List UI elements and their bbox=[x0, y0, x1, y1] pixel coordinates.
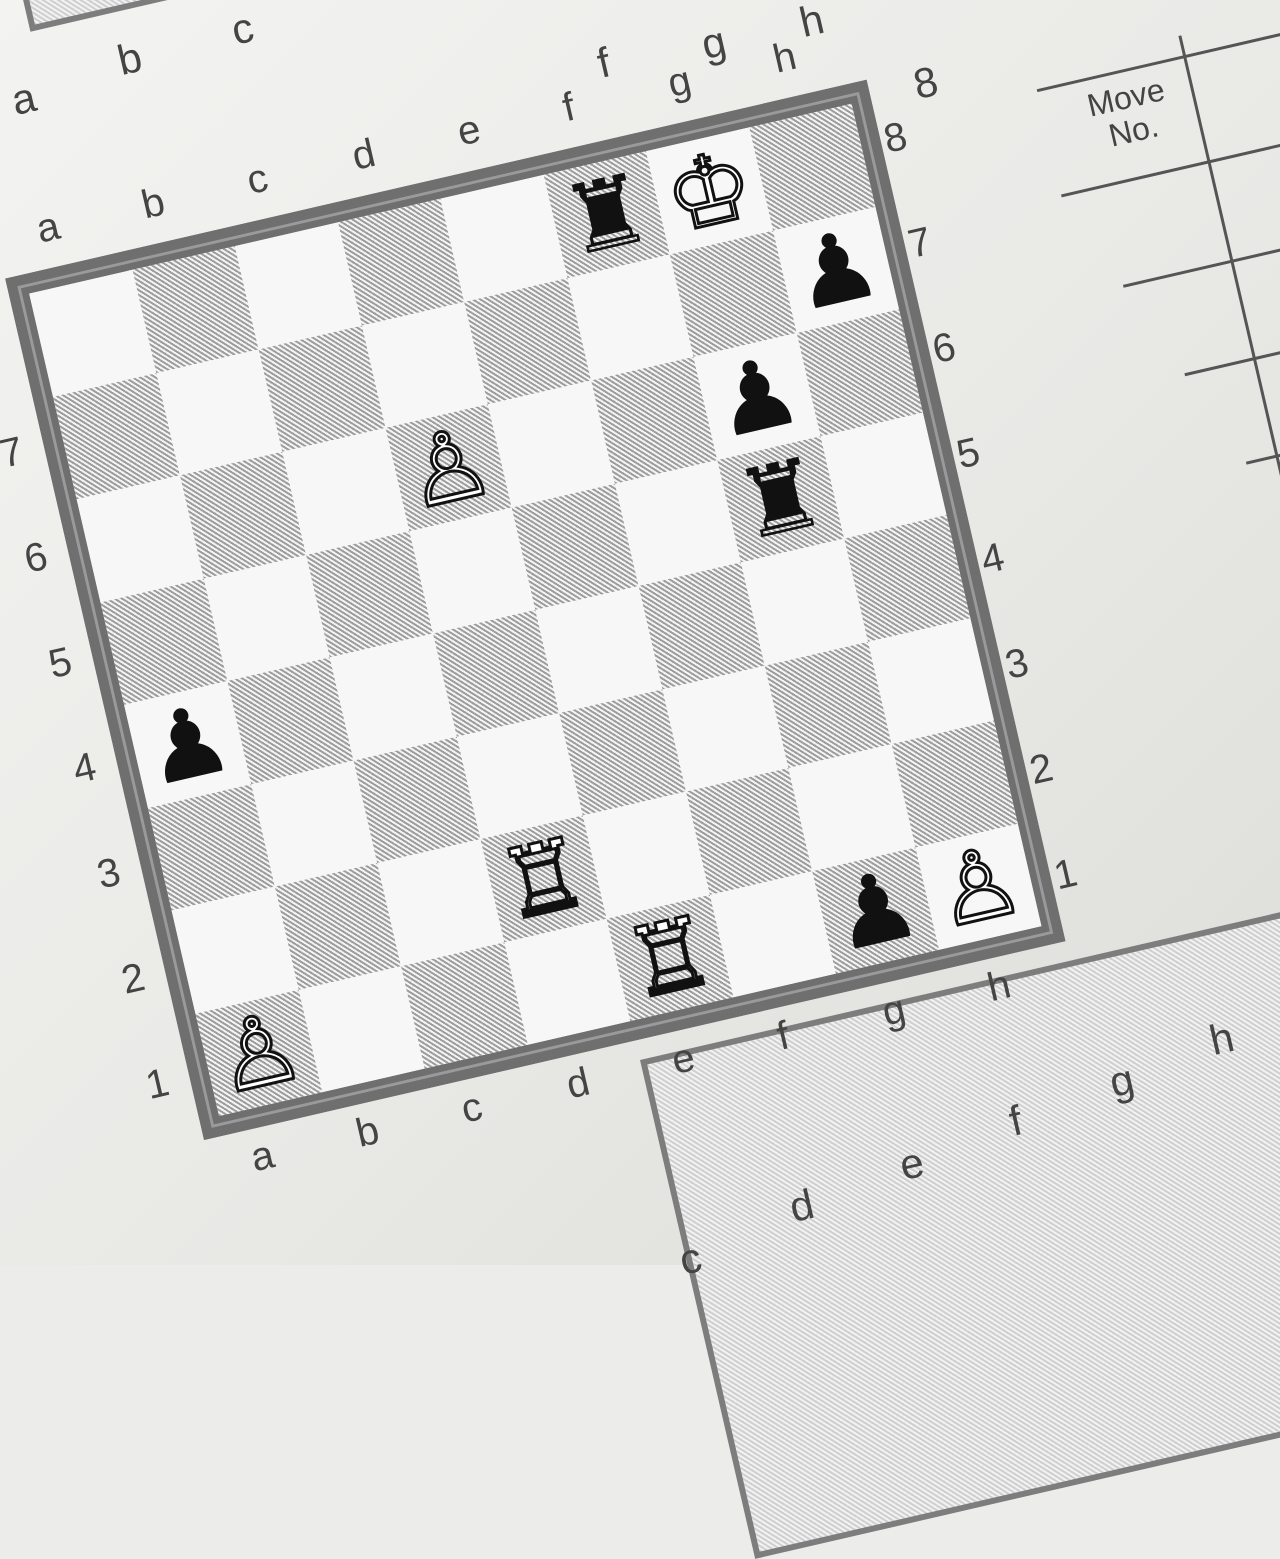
file-label-bottom-a: a bbox=[246, 1132, 279, 1181]
file-label-bottom-e: e bbox=[667, 1035, 700, 1084]
rank-label-right-2: 2 bbox=[1025, 745, 1058, 794]
rank-label-1: 1 bbox=[141, 1060, 174, 1108]
rank-label-right-4: 4 bbox=[976, 534, 1009, 583]
rank-label-right-8: 8 bbox=[879, 113, 912, 162]
rank-label-right-6: 6 bbox=[928, 324, 960, 373]
rank-label-2: 2 bbox=[117, 954, 149, 1003]
file-label-bottom-b: b bbox=[351, 1108, 384, 1156]
rank-label-right-3: 3 bbox=[1001, 639, 1033, 688]
rank-label-3: 3 bbox=[93, 849, 125, 898]
file-label-b: b bbox=[137, 179, 170, 228]
file-label-bottom-f: f bbox=[772, 1013, 794, 1059]
white-pawn-icon: ♙ bbox=[922, 821, 1034, 952]
file-label-e: e bbox=[453, 106, 485, 155]
file-label-bottom-c: c bbox=[457, 1084, 487, 1132]
rank-label-4: 4 bbox=[68, 744, 101, 793]
file-label-bottom-d: d bbox=[562, 1059, 594, 1108]
file-label-h: h bbox=[768, 33, 801, 82]
rank-label-right-5: 5 bbox=[952, 429, 985, 478]
board-grid: ♜♔♟♙♟♜♟♖♙♖♟♙ bbox=[29, 103, 1042, 1118]
rank-label-right-1: 1 bbox=[1049, 850, 1082, 899]
file-label-bottom-h: h bbox=[983, 962, 1015, 1011]
rank-label-8: 8 bbox=[0, 323, 4, 372]
scoresheet-row-line bbox=[1122, 235, 1280, 288]
file-label-g: g bbox=[663, 58, 696, 106]
file-label-c: c bbox=[242, 155, 273, 204]
rank-label-right-7: 7 bbox=[903, 219, 936, 267]
square-h1: ♙ bbox=[914, 821, 1042, 952]
file-label-f: f bbox=[558, 84, 580, 131]
file-label-d: d bbox=[347, 130, 380, 179]
board-frame: ♜♔♟♙♟♜♟♖♙♖♟♙ bbox=[5, 79, 1066, 1140]
rank-label-6: 6 bbox=[20, 533, 52, 582]
file-label-a: a bbox=[32, 203, 64, 252]
rank-label-7: 7 bbox=[0, 428, 28, 477]
file-label-bottom-g: g bbox=[877, 986, 910, 1035]
rank-label-5: 5 bbox=[44, 639, 77, 688]
scoresheet-row-line bbox=[1184, 332, 1280, 377]
